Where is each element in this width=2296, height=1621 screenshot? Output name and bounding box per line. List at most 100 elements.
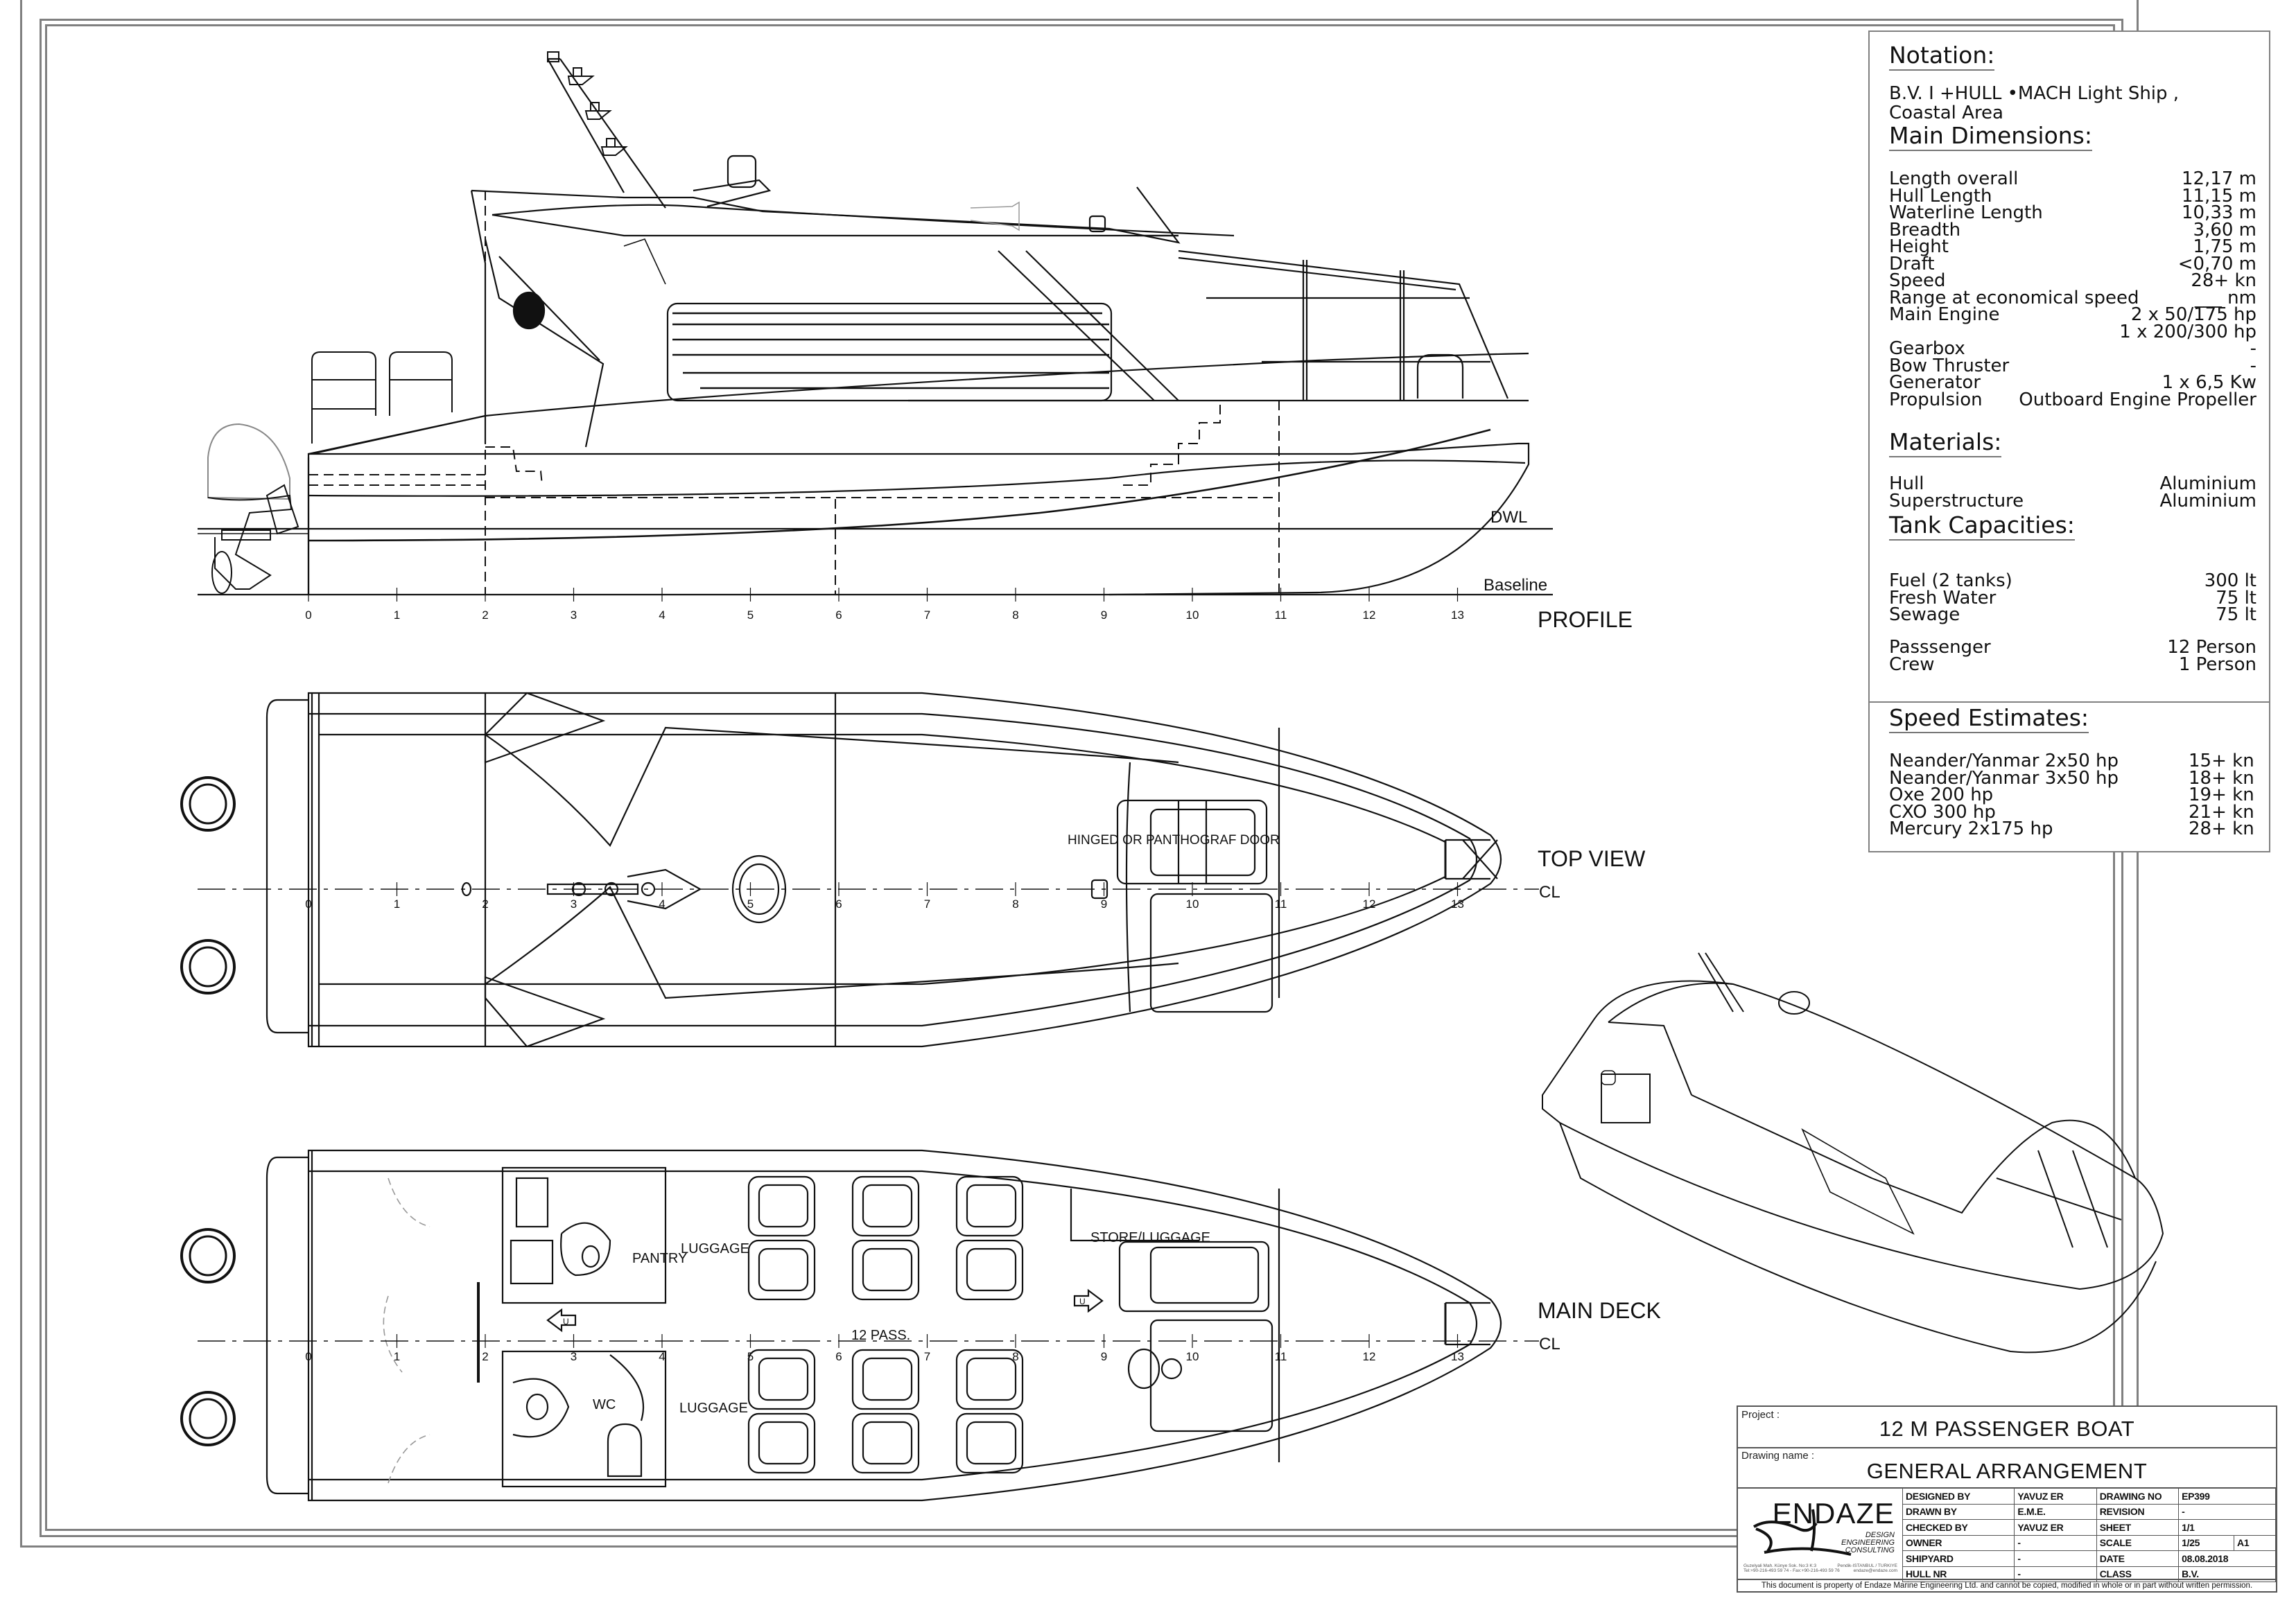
frame-number: 9 [1101,897,1107,911]
address-city: Pendik-ISTANBUL / TURKIYE [1837,1563,1897,1568]
seat [955,1412,1024,1474]
spec-value: 18+ kn [2189,767,2254,789]
spec-value: 28+ kn [2191,270,2256,291]
profile-view-title: PROFILE [1538,607,1633,632]
steering-wheel [1160,1358,1183,1380]
spec-label: Hull Length [1889,185,1992,207]
spec-value: 21+ kn [2189,801,2254,823]
seat [955,1175,1024,1237]
frame-number: 3 [571,1350,577,1363]
spec-row: Length overall 12,17 m [1889,168,2256,189]
passenger-count-label: 12 PASS. [851,1328,910,1343]
spec-value: 300 lt [2204,570,2256,591]
deck-hull-outline [307,1149,1502,1502]
aft-rails [311,351,486,455]
spec-value: 1 Person [2178,654,2256,675]
frame-number: 9 [1101,608,1107,622]
passenger-seats [747,1175,1024,1474]
spec-label: Oxe 200 hp [1889,785,1994,805]
spec-label: Height [1889,236,1949,257]
tagline-engineering: ENGINEERING [1841,1539,1895,1547]
window-hatching [672,312,1109,389]
spec-value: 1 x 6,5 Kw [2162,372,2256,393]
company-email[interactable]: endaze@endaze.com [1853,1568,1897,1573]
sheer-line [308,459,1526,497]
horn [970,201,1020,231]
iso-hull [1542,980,2164,1290]
info-cell-k1: OWNER [1902,1534,2015,1551]
bow-hatch [1416,353,1464,398]
frame-number: 10 [1186,1350,1199,1363]
info-cell-v1: - [2014,1534,2097,1551]
outboard-engine [207,423,299,594]
main-dimensions-title: Main Dimensions: [1889,123,2092,151]
info-cell-k2: DATE [2096,1550,2180,1567]
tagline-consulting: CONSULTING [1845,1546,1895,1554]
notation-line1: B.V. I +HULL •MACH Light Ship , [1889,83,2180,104]
spec-row: CXO 300 hp 21+ kn [1889,801,2256,823]
frame-number: 13 [1451,1350,1464,1363]
project-name: 12 M PASSENGER BOAT [1879,1417,2135,1441]
spec-value: 11,15 m [2181,185,2256,207]
notation-line2: Coastal Area [1889,103,2003,123]
spec-label: Neander/Yanmar 3x50 hp [1889,767,2119,789]
seat-cushion [862,1357,913,1401]
info-cell-k1: SHIPYARD [1902,1550,2015,1567]
searchlight [1088,215,1106,233]
company-address: Guzelyali Mah. Künye Sok. No:3 K:3 Tel:+… [1743,1563,1840,1573]
spec-value: 12,17 m [2181,168,2256,189]
spec-value: Aluminium [2159,490,2256,511]
seat [747,1239,816,1301]
seat-cushion [862,1184,913,1228]
iso-mast [1698,952,1744,1013]
spec-label: Length overall [1889,168,2019,189]
info-cell-v1: E.M.E. [2014,1503,2097,1520]
spec-label: Draft [1889,253,1935,274]
arrow-left-icon [546,1308,577,1333]
swim-platform [266,699,308,1034]
spec-label: Generator [1889,372,1981,393]
info-cell-v2: 08.08.2018 [2178,1550,2276,1567]
spec-label: Passsenger [1889,637,1991,658]
frame-number: 1 [394,1350,400,1363]
frame-number: 12 [1363,608,1376,622]
spec-label: CXO 300 hp [1889,801,1996,823]
spec-value: 10,33 m [2181,202,2256,223]
arrow-right-icon [1073,1288,1104,1313]
deck-line [308,352,1529,455]
spec-value: 12 Person [2167,637,2256,658]
frame-number: 13 [1451,608,1464,622]
twin-outboards-deck [180,1228,236,1446]
copyright-notice: This document is property of Endaze Mari… [1761,1581,2253,1590]
info-cell-k1: CHECKED BY [1902,1519,2015,1536]
frame-number: 0 [305,897,311,911]
porthole [512,291,546,330]
spec-label: Fuel (2 tanks) [1889,570,2012,591]
frame-number: 2 [482,1350,488,1363]
speed-estimates-title: Speed Estimates: [1889,706,2089,733]
frame-number: 3 [571,897,577,911]
spec-label: Hull [1889,473,1924,494]
frame-number: 3 [571,608,577,622]
iso-radar [1778,991,1810,1015]
info-cell-k2: DRAWING NO [2096,1488,2180,1505]
pantry-label: PANTRY [632,1251,687,1266]
cabin-window [666,302,1113,402]
spec-value: 2 x 50/175 hp [2130,304,2256,325]
frame-number: 10 [1186,897,1199,911]
info-cell-v2: EP399 [2178,1488,2276,1505]
seat [851,1412,920,1474]
frame-number: 5 [747,897,754,911]
top-view-fittings [461,855,1108,924]
arrow-label-2: U [1079,1297,1086,1306]
